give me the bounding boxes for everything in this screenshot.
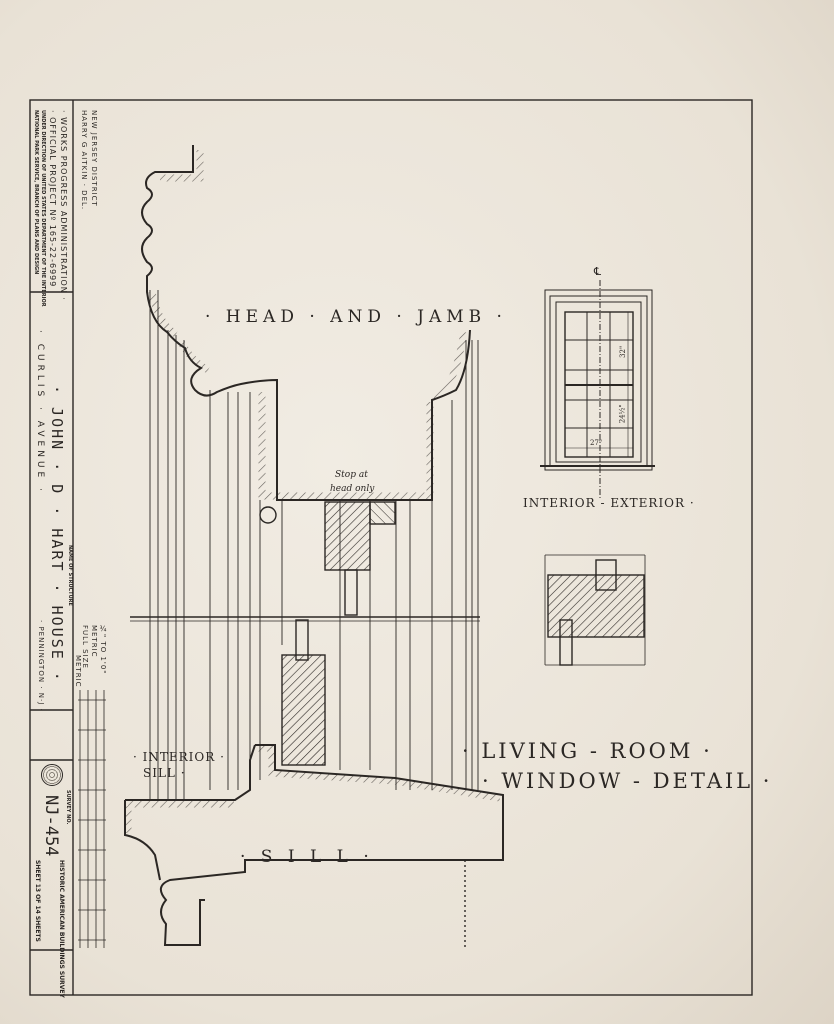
drawing-title-line-2: · WINDOW - DETAIL · [482, 769, 773, 793]
agency-label: · WORKS PROGRESS ADMINISTRATION · [59, 110, 68, 301]
project-number: · OFFICIAL PROJECT Nº 165-22-6999 · [48, 110, 57, 295]
jamb-section-detail [544, 554, 646, 666]
structure-name-label: NAME OF STRUCTURE [67, 545, 73, 606]
dimension-width: 27" [590, 439, 603, 447]
head-and-jamb-label: · HEAD · AND · JAMB · [205, 307, 507, 327]
stop-note-line-1: Stop at [335, 470, 368, 480]
interior-exterior-label: INTERIOR - EXTERIOR · [523, 496, 695, 510]
interior-sill-label-1: · INTERIOR · [133, 750, 225, 764]
structure-name: · JOHN · D · HART · HOUSE · [48, 385, 66, 683]
window-elevation [540, 280, 655, 500]
survey-name: HISTORIC AMERICAN BUILDINGS SURVEY [58, 860, 65, 998]
scale-label-1: ¾" TO 1'0" [99, 625, 107, 675]
interior-sill-label-2: SILL · [143, 766, 186, 780]
street-address: · CURLIS · AVENUE · [35, 330, 45, 495]
scale-label-2: METRIC [90, 625, 98, 658]
location-label: · PENNINGTON · N·J · [37, 620, 45, 712]
survey-number-label: SURVEY NO. [65, 790, 71, 825]
delineator-credit: HARRY G AITKIN · DEL. [80, 110, 88, 211]
dimension-upper-sash: 32" [619, 345, 628, 358]
stop-note-line-2: head only [330, 484, 375, 494]
direction-line-2: NATIONAL PARK SERVICE, BRANCH OF PLANS A… [33, 110, 39, 275]
scale-label-4: METRIC [74, 655, 82, 688]
head-jamb-section [130, 145, 480, 800]
centerline-symbol: ℄ [594, 265, 602, 278]
habs-seal-icon [41, 764, 63, 786]
sheet-border [29, 99, 753, 996]
direction-line-1: UNDER DIRECTION OF UNITED STATES DEPARTM… [40, 110, 46, 307]
survey-number: NJ-454 [41, 795, 61, 857]
drawing-title-line-1: · LIVING - ROOM · [462, 739, 713, 763]
sill-section [124, 744, 504, 950]
graphic-scales [78, 690, 106, 948]
dimension-lower-sash: 24½" [618, 404, 627, 424]
sill-label: · S I L L · [240, 847, 374, 867]
scale-label-3: FULL SIZE [81, 625, 89, 669]
district-label: NEW JERSEY DISTRICT [90, 110, 98, 207]
sheet-number: SHEET 13 OF 14 SHEETS [34, 860, 41, 942]
